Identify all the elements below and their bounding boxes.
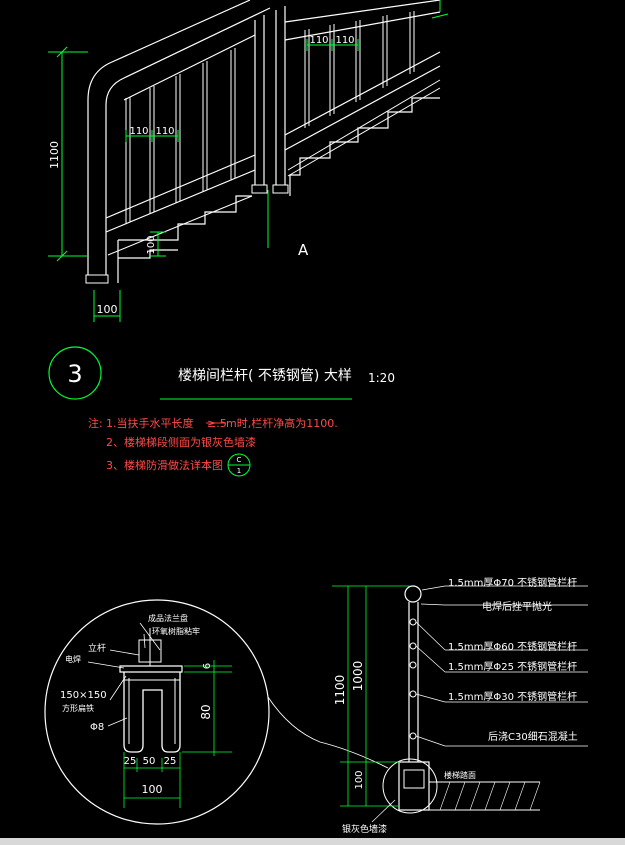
- note-ref-top: C: [237, 456, 242, 464]
- callout-phi25: 1.5mm厚Φ25 不锈钢管栏杆: [448, 660, 577, 673]
- note-line-2: 2、楼梯梯段侧面为银灰色墙漆: [106, 435, 256, 449]
- detail-title: 楼梯间栏杆( 不锈钢管) 大样: [178, 368, 352, 384]
- note-line-1-rest: m时,栏杆净高为1100.: [226, 416, 338, 430]
- callout-weld-polish: 电焊后挫平抛光: [482, 600, 552, 613]
- elevation-dim-1100: 1100: [48, 141, 61, 169]
- detail-dim-80: 80: [199, 704, 213, 719]
- bottom-status-bar: [0, 838, 625, 845]
- label-weld: 电焊: [65, 654, 81, 664]
- notes-block: 注: 1.当扶手水平长度 ≥.5 m时,栏杆净高为1100. 2、楼梯梯段侧面为…: [88, 416, 338, 477]
- label-phi8: Φ8: [90, 722, 104, 733]
- elevation-dim-110-a: 110: [129, 126, 148, 137]
- base-connection-detail: 成品法兰盘 环氧树脂粘牢 立杆 电焊 150×150 方形扁铁 Φ8 6 80 …: [44, 599, 389, 825]
- detail-dim-25-a: 25: [124, 756, 137, 767]
- detail-dim-50: 50: [143, 756, 156, 767]
- detail-number: 3: [67, 360, 82, 388]
- section-mark-a: A: [298, 241, 309, 259]
- label-silver-paint: 银灰色墙漆: [342, 823, 387, 835]
- handrail-tube: [404, 585, 422, 603]
- railing-elevation: [85, 0, 449, 284]
- elevation-dim-110-d: 110: [335, 35, 354, 46]
- note-line-1: 1.当扶手水平长度: [106, 416, 194, 430]
- detail-number-circle: [48, 346, 102, 400]
- detail-dim-25-b: 25: [164, 756, 177, 767]
- section-dim-100: 100: [354, 770, 365, 789]
- elevation-dim-110-b: 110: [155, 126, 174, 137]
- callout-phi60: 1.5mm厚Φ60 不锈钢管栏杆: [448, 640, 577, 653]
- label-plate-type: 方形扁铁: [62, 703, 94, 713]
- elevation-dimensions: 1100 110 110 110 110 100 100 A: [48, 35, 359, 322]
- callout-c30-concrete: 后浇C30细石混凝土: [488, 730, 578, 743]
- elevation-dim-100-v: 100: [146, 235, 157, 254]
- callout-phi70: 1.5mm厚Φ70 不锈钢管栏杆: [448, 576, 577, 589]
- note-line-3: 3、楼梯防滑做法详本图: [106, 458, 223, 472]
- label-epoxy: 环氧树脂粘牢: [152, 626, 200, 636]
- elevation-dim-100-h: 100: [97, 303, 118, 316]
- detail-circle: [44, 599, 270, 825]
- label-post: 立杆: [88, 642, 106, 654]
- callout-phi30: 1.5mm厚Φ30 不锈钢管栏杆: [448, 690, 577, 703]
- label-flange: 成品法兰盘: [148, 613, 188, 623]
- notes-prefix: 注:: [88, 416, 103, 430]
- label-plate-size: 150×150: [60, 690, 107, 701]
- detail-dim-100: 100: [142, 783, 163, 796]
- note-ref-bottom: 1: [237, 467, 241, 475]
- detail-title-block: 3 楼梯间栏杆( 不锈钢管) 大样 1:20: [48, 346, 395, 400]
- section-base-circle: [382, 758, 438, 814]
- elevation-dim-110-c: 110: [309, 35, 328, 46]
- section-dim-1000: 1000: [351, 661, 365, 692]
- detail-scale: 1:20: [368, 371, 395, 385]
- railing-section: 1100 1000 100 1.5mm厚Φ70 不锈钢管栏杆 电焊后挫平抛光 1…: [332, 576, 588, 835]
- section-dim-1100: 1100: [333, 675, 347, 706]
- detail-dim-6: 6: [202, 663, 213, 669]
- label-stair-tread: 楼梯踏面: [444, 770, 476, 780]
